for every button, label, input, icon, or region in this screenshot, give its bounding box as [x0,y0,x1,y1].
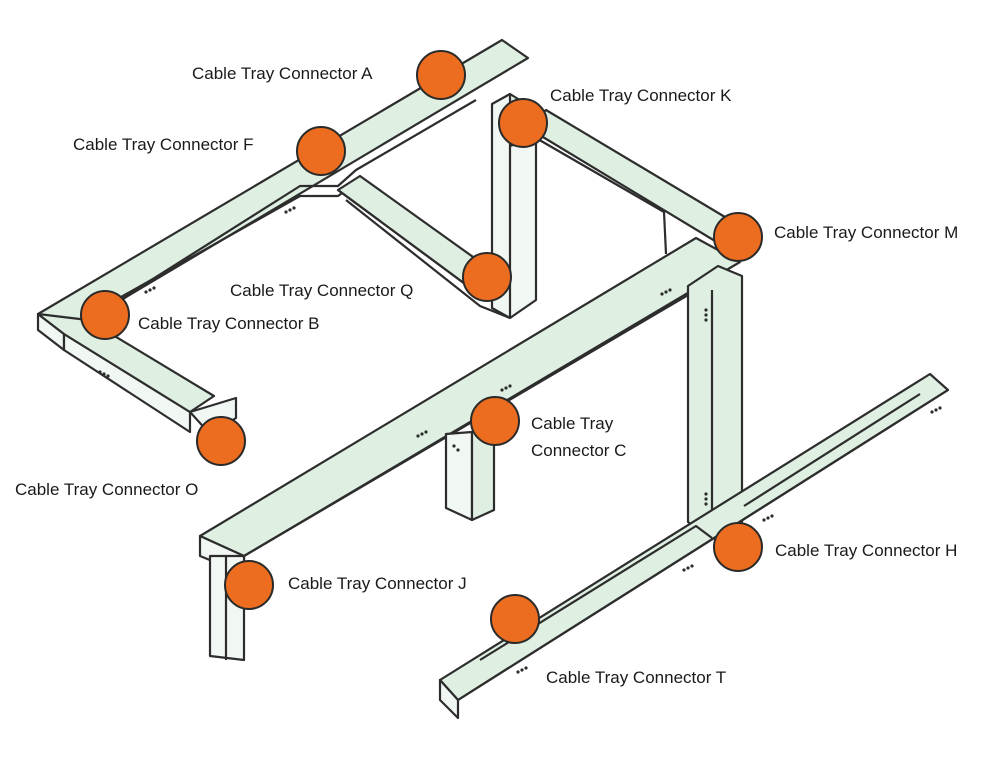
connector-label-o: Cable Tray Connector O [15,480,199,499]
connector-label-a: Cable Tray Connector A [192,64,373,83]
connector-marker-b [80,290,130,340]
connector-label-q: Cable Tray Connector Q [230,281,414,300]
connector-marker-f [296,126,346,176]
connector-marker-o [196,416,246,466]
upper-right-tray-run [526,108,742,255]
lower-right-tray-run [438,372,950,720]
connector-marker-c [470,396,520,446]
connector-marker-t [490,594,540,644]
connector-label-h: Cable Tray Connector H [775,541,958,560]
connector-label-b: Cable Tray Connector B [138,314,320,333]
connector-marker-a [416,50,466,100]
connector-label-k: Cable Tray Connector K [550,86,732,105]
connector-label-j: Cable Tray Connector J [288,574,467,593]
connector-marker-j [224,560,274,610]
main-diagonal-tray-run [198,236,742,662]
drop-tray-c [444,422,496,522]
connector-label-c: Cable Tray Connector C [531,414,627,460]
slot-holes [98,206,942,674]
connector-marker-k [498,98,548,148]
upper-left-tray-run [36,38,530,436]
connector-marker-m [713,212,763,262]
connector-label-t: Cable Tray Connector T [546,668,727,687]
cable-tray-assembly [36,38,950,720]
connector-label-m: Cable Tray Connector M [774,223,959,242]
vertical-tray-m-h [686,264,744,540]
connector-marker-q [462,252,512,302]
connector-label-f: Cable Tray Connector F [73,135,254,154]
connector-marker-h [713,522,763,572]
